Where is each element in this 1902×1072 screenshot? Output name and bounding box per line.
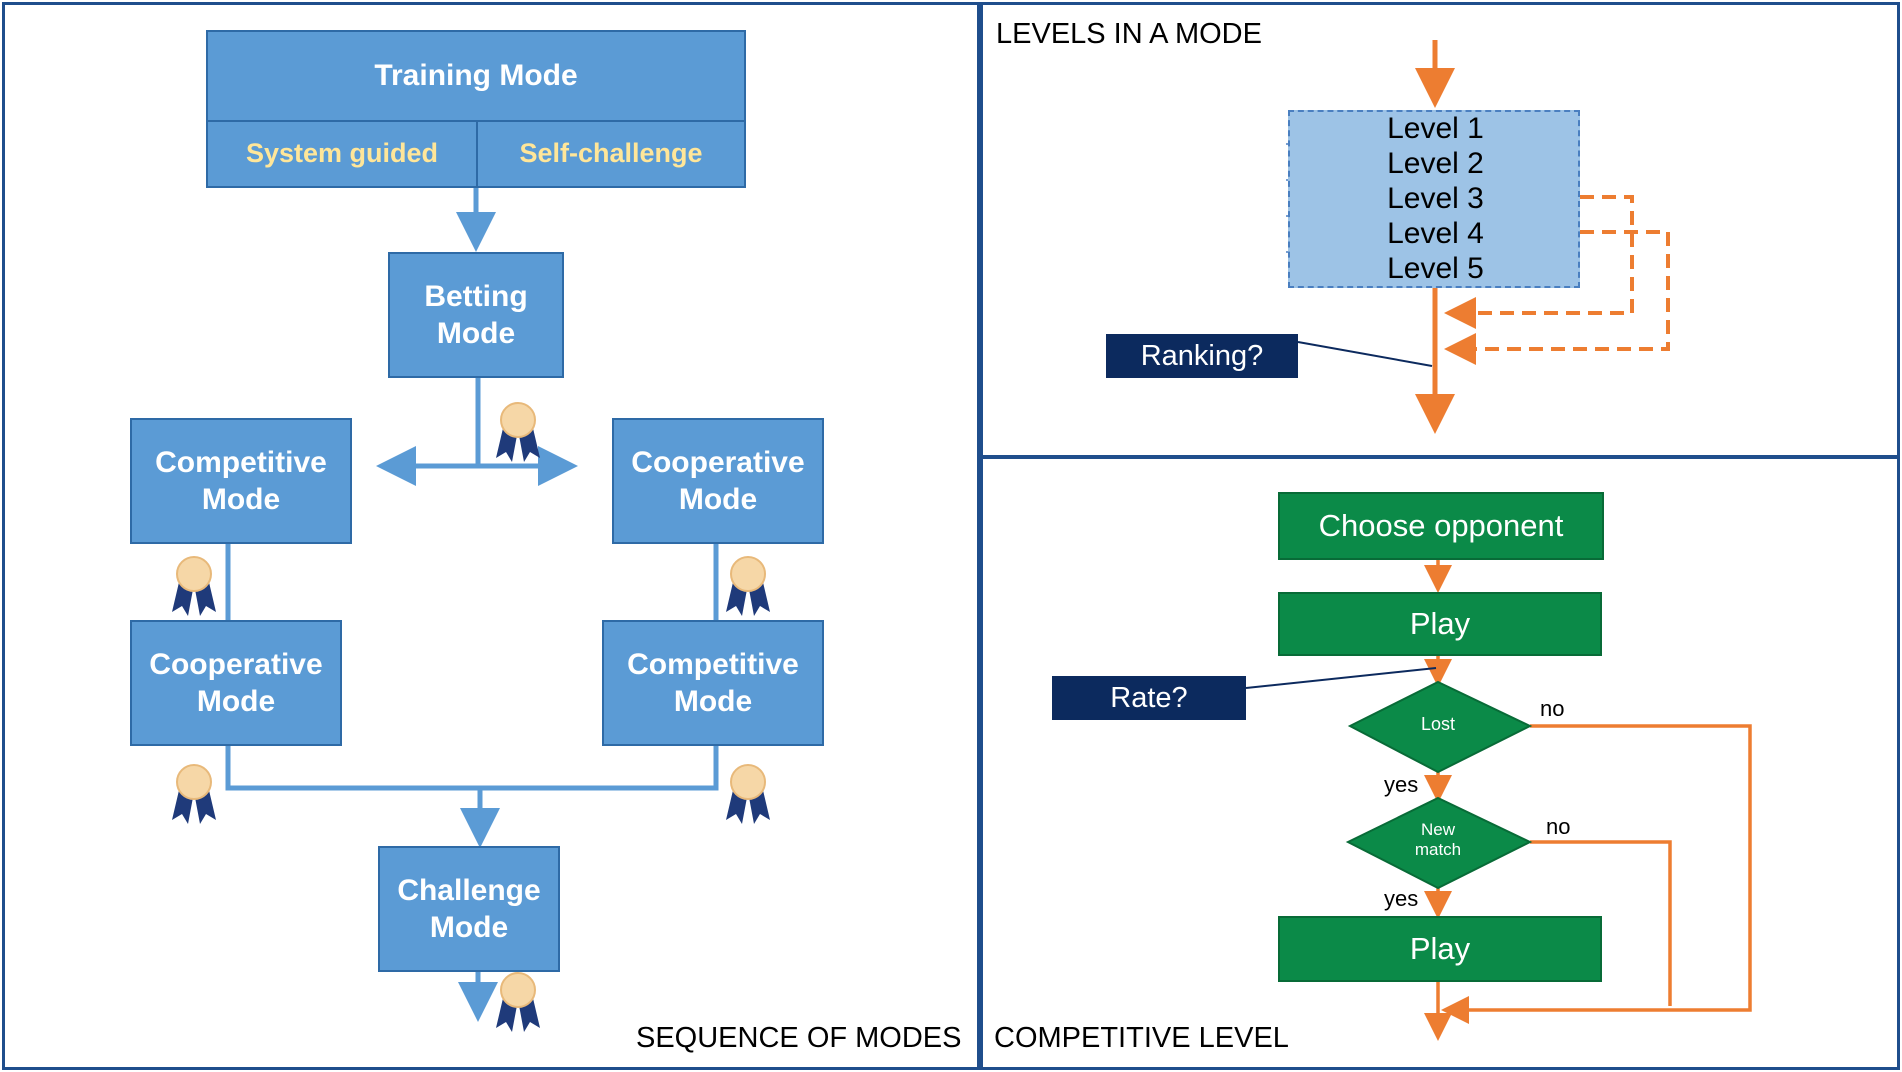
level-4: Level 4 [1387, 217, 1484, 250]
self-challenge-box: Self-challenge [476, 120, 746, 188]
competitive-mode-label-left: Competitive Mode [155, 445, 327, 517]
self-challenge-label: Self-challenge [519, 138, 703, 169]
competitive-level-label: COMPETITIVE LEVEL [994, 1022, 1289, 1054]
lost-decision [1347, 680, 1533, 774]
training-mode-title: Training Mode [374, 59, 578, 93]
new-match-yes-label: yes [1384, 886, 1419, 911]
level-5: Level 5 [1387, 252, 1484, 285]
panel-sequence-of-modes [2, 2, 980, 1070]
panel-competitive-level [980, 456, 1900, 1070]
ranking-box: Ranking? [1106, 334, 1298, 378]
sequence-of-modes-label: SEQUENCE OF MODES [636, 1022, 962, 1054]
play-box-1: Play [1278, 592, 1602, 656]
cooperative-mode-label-left: Cooperative Mode [149, 647, 323, 719]
rate-box: Rate? [1052, 676, 1246, 720]
cooperative-mode-box-right: Cooperative Mode [612, 418, 824, 544]
system-guided-label: System guided [245, 138, 439, 169]
betting-mode-label: Betting Mode [424, 279, 528, 351]
level-2: Level 2 [1387, 147, 1484, 180]
level-3: Level 3 [1387, 182, 1484, 215]
competitive-mode-label-right: Competitive Mode [627, 647, 799, 719]
system-guided-box: System guided [206, 120, 478, 188]
choose-opponent-box: Choose opponent [1278, 492, 1604, 560]
challenge-mode-label: Challenge Mode [397, 873, 541, 945]
new-match-decision [1345, 796, 1533, 890]
new-match-label: New match [1414, 820, 1462, 860]
challenge-mode-box: Challenge Mode [378, 846, 560, 972]
competitive-mode-box-right: Competitive Mode [602, 620, 824, 746]
lost-yes-label: yes [1384, 772, 1419, 797]
competitive-mode-box-left: Competitive Mode [130, 418, 352, 544]
cooperative-mode-box-left: Cooperative Mode [130, 620, 342, 746]
levels-stack [1288, 110, 1580, 288]
lost-label: Lost [1420, 714, 1456, 734]
training-mode-box: Training Mode [206, 30, 746, 122]
levels-in-a-mode-label: LEVELS IN A MODE [996, 18, 1262, 50]
level-1: Level 1 [1387, 112, 1484, 145]
lost-no-label: no [1540, 696, 1565, 721]
betting-mode-box: Betting Mode [388, 252, 564, 378]
play-box-2: Play [1278, 916, 1602, 982]
cooperative-mode-label-right: Cooperative Mode [631, 445, 805, 517]
new-match-no-label: no [1546, 814, 1571, 839]
